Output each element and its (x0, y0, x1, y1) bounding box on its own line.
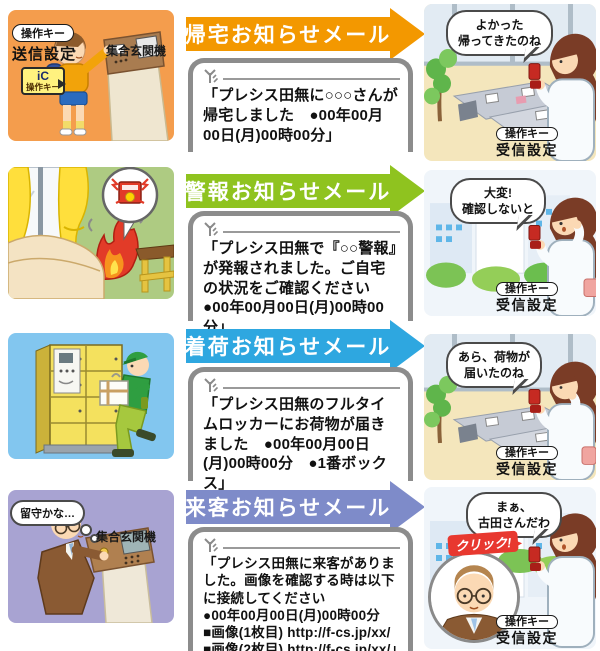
speech-bubble-kitaku: よかった 帰ってきたのね (446, 10, 554, 57)
mail-message-chakka: 「プレシス田無のフルタイムロッカーにお荷物が届きました ●00年00月00日(月… (188, 367, 413, 492)
red-flip-phone (528, 63, 541, 89)
mail-header (203, 68, 400, 84)
visitor-man (37, 507, 109, 615)
arrow-shape-orange (186, 8, 425, 60)
receive-setting-labels: 操作キー 受信設定 (424, 443, 596, 477)
receive-setting-labels: 操作キー 受信設定 (424, 612, 596, 646)
send-setting-label: 送信設定 (12, 46, 77, 63)
boy-entrance-illustration (8, 10, 174, 141)
office-plant (424, 49, 457, 122)
operation-key-oval: 操作キー (496, 614, 558, 630)
side-table (135, 244, 174, 293)
banner-chakka-title: 着荷お知らせメール (184, 335, 392, 359)
entrance-machine-label: 集合玄関機 (106, 44, 167, 58)
delivery-man-with-package (99, 351, 156, 457)
header-rule (223, 387, 400, 389)
thought-bubble-rusu: 留守かな… (10, 500, 85, 526)
locker-illustration (8, 333, 174, 459)
speech-line1: よかった (475, 18, 524, 32)
antenna-signal-icon (204, 378, 218, 392)
arrow-shape-purple (186, 481, 425, 533)
mail-header (203, 221, 400, 237)
scene-delivery-locker (8, 333, 174, 459)
banner-kitaku-mail: 帰宅お知らせメール (184, 8, 425, 60)
banner-chakka-mail: 着荷お知らせメール (184, 320, 425, 372)
speech-line1: まぁ、 (496, 500, 532, 514)
arrow-shape-green (186, 165, 425, 217)
header-rule (223, 547, 400, 549)
red-flip-phone (528, 388, 541, 413)
scene-room-fire-alarm (8, 167, 174, 299)
office-plant (424, 375, 457, 444)
ic-key-top-text: iC (37, 69, 49, 83)
banner-kitaku-title: 帰宅お知らせメール (184, 23, 392, 47)
woman-with-phone (528, 361, 596, 480)
receive-setting-label: 受信設定 (496, 460, 558, 477)
scene-outdoor-woman-keihou: 大変! 確認しないと 操作キー 受信設定 (424, 170, 596, 316)
mail-body-chakka: 「プレシス田無のフルタイムロッカーにお荷物が届きました ●00年00月00日(月… (203, 396, 387, 493)
red-flip-phone (528, 224, 541, 249)
scene-office-woman-chakka: あら、荷物が 届いたのね 操作キー 受信設定 (424, 334, 596, 480)
antenna-signal-icon (204, 69, 218, 83)
entrance-machine-label: 集合玄関機 (96, 530, 157, 544)
handbag (583, 278, 596, 298)
send-setting-labels: 操作キー 送信設定 iC 操作キー (12, 24, 76, 95)
operation-key-oval: 操作キー (496, 281, 558, 297)
arrow-shape-blue (186, 320, 425, 372)
alarm-callout (101, 167, 159, 241)
thought-dot-large (80, 524, 92, 536)
hair (454, 565, 494, 591)
header-rule (223, 231, 400, 233)
speech-line2: 確認しないと (462, 202, 535, 217)
receive-setting-labels: 操作キー 受信設定 (424, 124, 596, 158)
speech-line1: 大変! (484, 186, 512, 200)
operation-key-oval: 操作キー (496, 445, 558, 461)
receive-setting-label: 受信設定 (496, 629, 558, 646)
speech-line2: 届いたのね (464, 366, 525, 381)
receive-setting-label: 受信設定 (496, 141, 558, 158)
ic-key-bottom-text: 操作キー (25, 81, 60, 92)
alarm-sparks (110, 178, 150, 204)
banner-raikyaku-mail: 来客お知らせメール (184, 481, 425, 533)
speech-line1: あら、荷物が (458, 350, 531, 364)
speech-bubble-keihou: 大変! 確認しないと (450, 178, 547, 225)
sofa (8, 234, 105, 299)
speech-line2: 古田さんだわ (478, 516, 551, 531)
mail-body-raikyaku: 「プレシス田無に来客がありました。画像を確認する時は以下に接続してください ●0… (203, 556, 405, 651)
mail-body-kitaku: 「プレシス田無に○○○さんが帰宅しました ●00年00月00日(月)00時00分… (203, 87, 398, 144)
operation-key-oval: 操作キー (496, 126, 558, 142)
woman-with-phone (528, 33, 596, 161)
package-box (99, 373, 129, 406)
visitor-entrance-illustration (8, 490, 174, 623)
mail-header (203, 537, 400, 553)
antenna-signal-icon (204, 538, 218, 552)
banner-keihou-title: 警報お知らせメール (184, 180, 392, 204)
scene-visitor-at-entrance-machine: 留守かな… 集合玄関機 (8, 490, 174, 623)
speech-bubble-chakka: あら、荷物が 届いたのね (446, 342, 543, 389)
scene-boy-at-entrance-machine: 操作キー 送信設定 iC 操作キー 集合玄関機 (8, 10, 174, 141)
thought-text: 留守かな… (20, 508, 75, 520)
mail-message-raikyaku: 「プレシス田無に来客がありました。画像を確認する時は以下に接続してください ●0… (188, 527, 413, 651)
mail-message-keihou: 「プレシス田無で『○○警報』が発報されました。ご自宅の状況をご確認ください ●0… (188, 211, 413, 336)
receive-setting-label: 受信設定 (496, 296, 558, 313)
entrance-machine (85, 527, 155, 623)
thought-dot-small (90, 534, 99, 543)
speech-line2: 帰ってきたのね (458, 34, 542, 49)
woman-with-phone-alarmed (528, 197, 596, 316)
mail-body-keihou: 「プレシス田無で『○○警報』が発報されました。ご自宅の状況をご確認ください ●0… (203, 240, 397, 337)
ic-operation-key-tag: iC 操作キー (21, 67, 66, 95)
banner-raikyaku-title: 来客お知らせメール (184, 496, 392, 520)
header-rule (223, 78, 400, 80)
receive-setting-labels: 操作キー 受信設定 (424, 279, 596, 313)
operation-key-oval: 操作キー (12, 24, 74, 42)
scene-office-woman-kitaku: よかった 帰ってきたのね 操作キー 受信設定 (424, 4, 596, 161)
antenna-signal-icon (204, 222, 218, 236)
mail-message-kitaku: 「プレシス田無に○○○さんが帰宅しました ●00年00月00日(月)00時00分… (188, 58, 413, 152)
mail-header (203, 377, 400, 393)
pocket (141, 397, 148, 409)
fire-room-illustration (8, 167, 174, 299)
handbag (581, 446, 596, 465)
scene-outdoor-woman-raikyaku: まぁ、 古田さんだわ クリック! 操作キー 受信設定 (424, 487, 596, 649)
banner-keihou-mail: 警報お知らせメール (184, 165, 425, 217)
